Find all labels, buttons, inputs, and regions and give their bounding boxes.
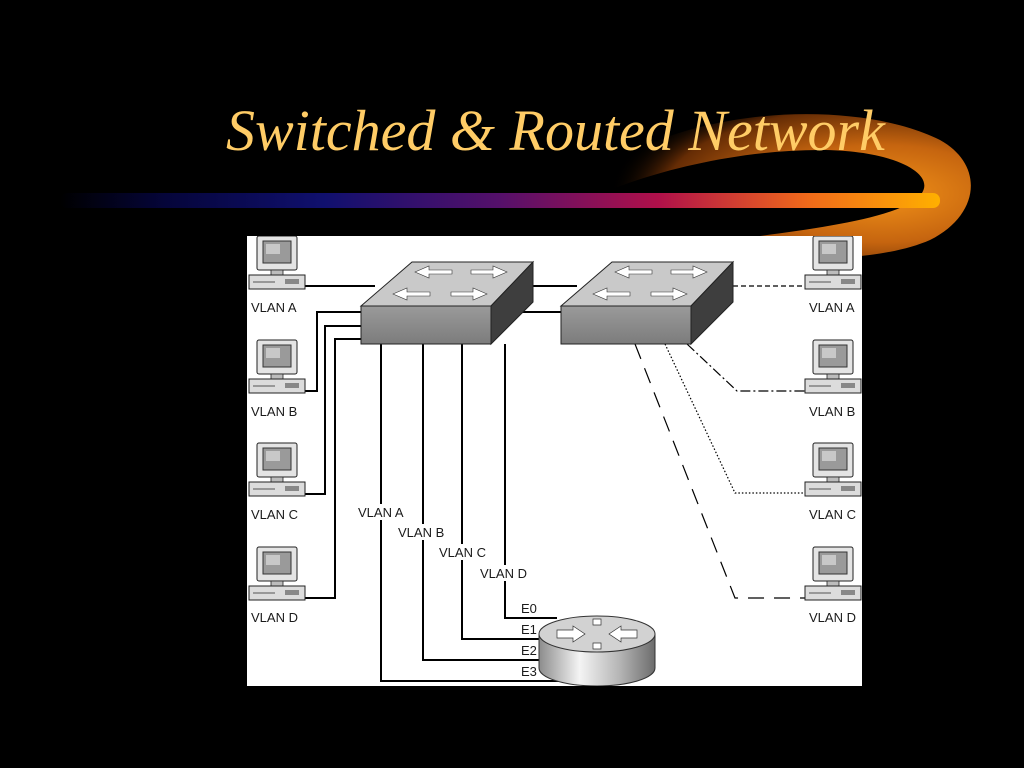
right-host-vlan-b: VLAN B	[804, 339, 862, 419]
port-label-e1: E1	[521, 622, 537, 637]
right-host-vlan-a: VLAN A	[804, 236, 862, 315]
router-port-labels: E0 E1 E2 E3	[521, 601, 537, 679]
switch-right	[559, 260, 735, 346]
left-host-vlan-a: VLAN A	[248, 236, 306, 315]
trunk-label-vlan-d: VLAN D	[480, 566, 527, 581]
left-host-vlan-b: VLAN B	[248, 339, 306, 419]
network-diagram: VLAN A VLAN B VLAN C VLAN D VLAN A VL	[247, 236, 862, 686]
computer-icon	[804, 339, 862, 394]
port-label-e2: E2	[521, 643, 537, 658]
router-trunk-links	[380, 344, 565, 682]
trunk-label-vlan-a: VLAN A	[358, 505, 404, 520]
left-host-vlan-d: VLAN D	[248, 546, 306, 625]
host-label: VLAN B	[809, 404, 855, 419]
host-label: VLAN A	[809, 300, 855, 315]
host-label: VLAN C	[809, 507, 856, 522]
computer-icon	[248, 442, 306, 497]
computer-icon	[248, 236, 306, 290]
trunk-label-vlan-c: VLAN C	[439, 545, 486, 560]
trunk-labels: VLAN A VLAN B VLAN C VLAN D	[357, 504, 529, 581]
host-label: VLAN A	[251, 300, 297, 315]
host-label: VLAN C	[251, 507, 298, 522]
computer-icon	[804, 236, 862, 290]
port-label-e3: E3	[521, 664, 537, 679]
right-host-links	[634, 285, 805, 599]
host-label: VLAN D	[251, 610, 298, 625]
host-label: VLAN B	[251, 404, 297, 419]
computer-icon	[804, 442, 862, 497]
trunk-label-vlan-b: VLAN B	[398, 525, 444, 540]
right-host-vlan-c: VLAN C	[804, 442, 862, 522]
right-host-vlan-d: VLAN D	[804, 546, 862, 625]
router	[538, 615, 656, 686]
left-host-links	[305, 285, 375, 599]
host-label: VLAN D	[809, 610, 856, 625]
slide-title: Switched & Routed Network	[226, 98, 885, 163]
computer-icon	[248, 546, 306, 601]
computer-icon	[804, 546, 862, 601]
switch-left	[359, 260, 535, 346]
computer-icon	[248, 339, 306, 394]
left-host-vlan-c: VLAN C	[248, 442, 306, 522]
port-label-e0: E0	[521, 601, 537, 616]
